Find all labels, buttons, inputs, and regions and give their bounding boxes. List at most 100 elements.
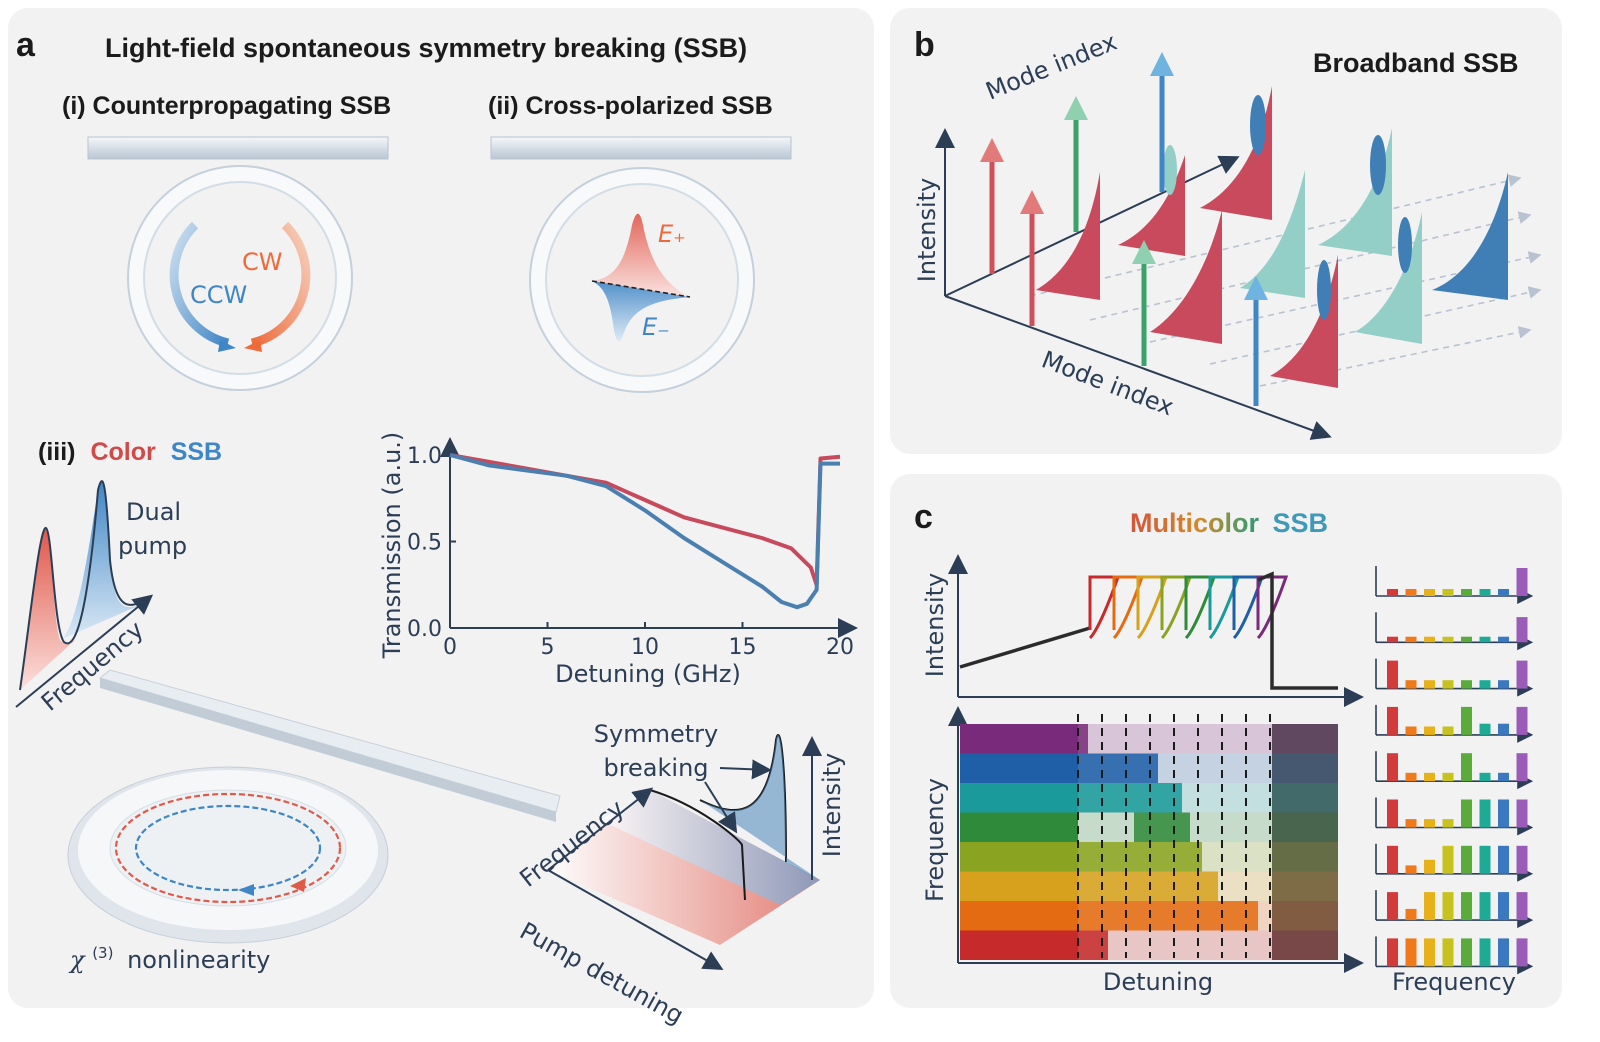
c-spectrum-bar <box>1387 892 1398 921</box>
c-spectrum-bar <box>1461 938 1472 967</box>
chi-symbol: χ <box>68 946 86 974</box>
bus-waveguide-side <box>100 678 556 822</box>
c-spectrum-bar <box>1479 772 1491 782</box>
red-wave-arrow <box>290 878 306 892</box>
panel-b-background <box>890 8 1562 454</box>
symmetry-label: Symmetry <box>594 720 718 748</box>
c-heat-cell-active <box>1078 783 1182 813</box>
c-spectrum-bar <box>1424 819 1435 828</box>
subtitle-iii-color: Color <box>90 438 156 466</box>
c-heat-cell-shade <box>1272 842 1338 872</box>
c-heat-cell-left <box>960 901 1078 931</box>
panel-b-title: Broadband SSB <box>1313 48 1519 78</box>
e-plus-peak <box>592 213 690 297</box>
b-blue-ellipse-1 <box>1250 95 1266 155</box>
subtitle-iii-prefix: (iii) <box>38 438 76 466</box>
b-red-peak-1 <box>1036 172 1100 300</box>
intensity-label-3d: Intensity <box>818 753 846 857</box>
c-spectrum-bar <box>1516 706 1528 735</box>
c-spectrum-bar <box>1424 636 1435 643</box>
c-spectrum-bar <box>1424 726 1435 735</box>
c-spectrum-bar <box>1405 865 1417 874</box>
c-spectrum-bar <box>1387 799 1398 828</box>
c-spectrum-bar <box>1516 938 1528 967</box>
subtitle-color-ssb: (iii) Color SSB <box>38 438 222 466</box>
c-spectrum-bar <box>1405 772 1417 782</box>
c-spectra <box>1375 566 1534 975</box>
frequency-axis-iii <box>15 594 154 708</box>
c-spectrum-bar <box>1442 726 1454 735</box>
b-red-peak-4 <box>1150 210 1222 344</box>
b-blue-peak-big <box>1432 172 1508 300</box>
b-blue-ellipse-4 <box>1398 217 1412 273</box>
c-heat-cell-right <box>1272 753 1338 783</box>
b-red-peak-3 <box>1200 86 1272 220</box>
b-mode-axis-bottom <box>944 295 1332 440</box>
red-wave <box>114 792 342 904</box>
c-spectrum-bar <box>1498 845 1509 874</box>
c-heat-cell-shade <box>1272 753 1338 783</box>
c-heat-cell-right <box>1272 871 1338 901</box>
c-heat-cell-active <box>1078 724 1088 754</box>
c-spectrum-bar <box>1442 819 1454 828</box>
panel-a-letter: a <box>16 26 36 64</box>
c-spectrum-bar <box>1405 680 1417 689</box>
panel-b-letter: b <box>914 26 935 64</box>
chart-x-tick-label: 0 <box>443 635 457 660</box>
c-spectrum-bar <box>1498 799 1509 828</box>
e-minus-label: E₋ <box>642 313 670 341</box>
c-spectrum-bar <box>1461 753 1472 782</box>
c-heat-cell-right <box>1272 842 1338 872</box>
c-spectrum-bar <box>1461 845 1472 874</box>
panel-a-title: Light-field spontaneous symmetry breakin… <box>105 33 747 63</box>
c-heat-cell-left <box>960 842 1078 872</box>
dual-pump-blue-peak <box>60 481 140 640</box>
c-heat-cell-right <box>1272 783 1338 813</box>
b-teal-ellipse-1 <box>1163 145 1177 195</box>
c-detuning-label: Detuning <box>1103 968 1213 996</box>
c-frequency-label: Frequency <box>921 778 949 902</box>
b-red-peak-5 <box>1270 255 1338 388</box>
nonlinearity-text: nonlinearity <box>127 946 270 974</box>
dual-pump-outline <box>19 480 149 691</box>
b-red-peak-2 <box>1118 155 1185 256</box>
c-spectrum-bar <box>1387 660 1398 689</box>
pump-label: pump <box>118 532 187 560</box>
c-heat-cell-active <box>1078 842 1202 872</box>
c-spectrum-bar <box>1387 706 1398 735</box>
c-spectrum-bar <box>1405 636 1417 643</box>
c-spectrum-bar <box>1405 589 1417 596</box>
c-frequency-label-right: Frequency <box>1392 968 1516 996</box>
b-intensity-label: Intensity <box>913 178 941 282</box>
c-spectrum-bar <box>1479 723 1491 735</box>
c-spectrum-bar <box>1516 845 1528 874</box>
c-spectrum-bar <box>1442 772 1454 782</box>
chart-x-tick-label: 5 <box>541 635 555 660</box>
chart-series-line-2 <box>449 453 840 610</box>
c-spectrum-bar <box>1461 680 1472 689</box>
chart-xlabel: Detuning (GHz) <box>555 660 741 688</box>
c-spectrum-bar <box>1442 636 1454 643</box>
c-intensity-trace <box>959 571 1338 690</box>
panel-c-title-multi: Multicolor <box>1130 508 1259 538</box>
ccw-arrow <box>169 221 230 348</box>
c-spectrum-bar <box>1516 660 1528 689</box>
c-spectrum-bar <box>1461 636 1472 643</box>
nonlinearity-label: χ (3) nonlinearity <box>68 936 270 974</box>
c-heat-cell-shade <box>1272 871 1338 901</box>
panel-c-letter: c <box>914 498 933 536</box>
c-spectrum-bar <box>1424 892 1435 921</box>
c-spectrum-bar <box>1516 753 1528 782</box>
pump-detuning-axis <box>547 869 724 970</box>
c-heat-cell-active <box>1134 812 1190 842</box>
c-spectrum-bar <box>1424 589 1435 596</box>
c-spectrum-bar <box>1498 636 1509 643</box>
c-heatmap <box>960 714 1338 960</box>
cw-arrow <box>250 221 311 348</box>
c-spectrum-bar <box>1498 680 1509 689</box>
c-spectrum-bar <box>1405 938 1417 967</box>
b-teal-peak-1 <box>1240 170 1305 298</box>
blue-wave-arrow <box>238 884 254 896</box>
